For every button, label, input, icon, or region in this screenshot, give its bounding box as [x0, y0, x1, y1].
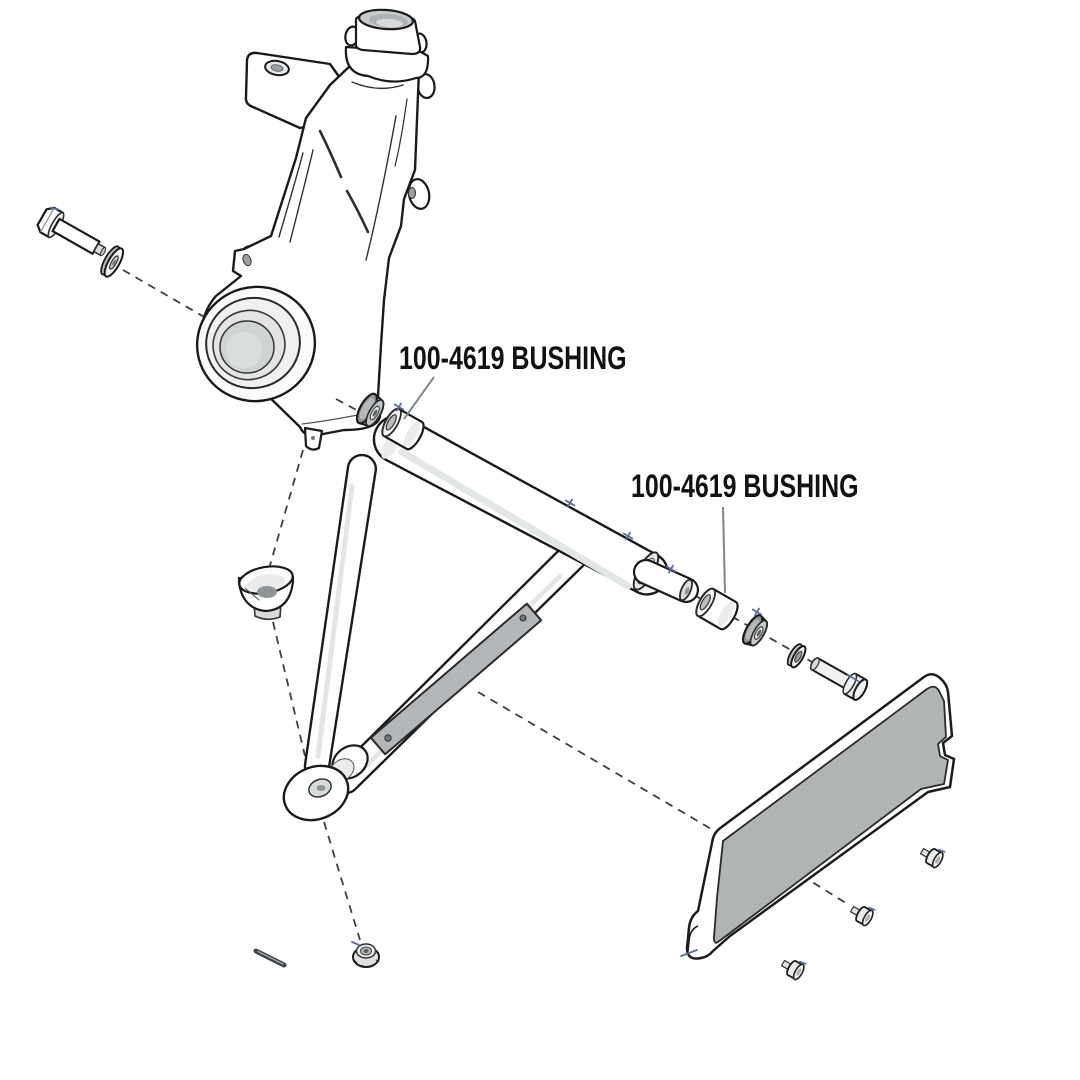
bushing-shade	[403, 421, 420, 447]
steering-arm-hole-center	[270, 64, 284, 72]
hinge-bolt-left	[36, 206, 107, 257]
vertex-marker	[564, 498, 576, 508]
mounting-screw-2	[849, 905, 876, 927]
body-crease	[278, 152, 304, 238]
wear-plate-insert	[369, 602, 543, 756]
mounting-screw-1	[919, 847, 946, 869]
washer-left	[100, 245, 125, 278]
axis-dashed-kingpin-lower	[323, 821, 361, 941]
bushing-hole-center	[756, 629, 762, 637]
axis-dashed-bolt-left	[122, 269, 207, 319]
panel-face	[713, 685, 949, 944]
body-crease	[394, 98, 408, 167]
axis-dashed-kingpin-upper	[268, 449, 304, 570]
shaft-tip-center	[684, 587, 690, 595]
nut-bore	[363, 949, 369, 953]
vertex-marker	[799, 960, 807, 965]
cone-crease	[244, 587, 260, 601]
tab-left-hole	[242, 253, 252, 267]
body-crease	[365, 115, 397, 261]
screw-recess	[796, 968, 802, 976]
a-arm-front-leg	[303, 453, 378, 780]
wear-plate-hole	[519, 614, 527, 622]
body-crease	[345, 189, 370, 234]
vertex-marker	[665, 564, 677, 574]
kingpin-bore-glint	[376, 18, 403, 28]
vertex-marker	[49, 206, 59, 211]
washer-hole-center	[112, 259, 116, 266]
pin-highlight	[257, 950, 284, 965]
vertex-marker	[680, 949, 698, 957]
nut-serrations	[353, 959, 380, 968]
label-leader-line-2	[722, 506, 726, 594]
axis-dashed-kingpin-mid	[272, 621, 306, 757]
bolt-tip-face	[810, 657, 820, 671]
vertex-marker	[351, 941, 360, 946]
bolt-head-facet	[39, 207, 55, 233]
bushing-callout-label-2: 100-4619 BUSHING	[631, 468, 859, 504]
kingpin-collar	[344, 45, 430, 83]
pin-lug-dot	[311, 436, 315, 440]
bolt-head-face	[852, 678, 869, 701]
main-tube-shading	[398, 448, 632, 590]
bushing-shade	[717, 601, 734, 627]
flanged-bushing-outer	[742, 614, 769, 647]
bushing-flange-inner	[359, 397, 374, 420]
vertex-marker	[622, 531, 634, 541]
bushing-hole	[699, 594, 711, 611]
axis-dashed-inner-bushing	[335, 398, 363, 414]
vertex-marker	[751, 607, 763, 617]
cone-throat	[257, 586, 277, 598]
tab-mid-hole	[408, 187, 416, 199]
vertex-marker	[868, 906, 876, 911]
washer-hole	[794, 650, 803, 663]
mud-guard-panel	[680, 673, 956, 960]
cone-inner	[247, 574, 285, 592]
hub-bore-inner	[225, 332, 263, 368]
bolt-tip-face	[99, 247, 107, 257]
bushing-hole	[385, 414, 397, 431]
vertex-marker	[847, 674, 859, 682]
mounting-screw-3	[780, 959, 807, 981]
body-crease	[318, 129, 343, 179]
vertex-marker	[938, 848, 946, 853]
bushing-callout-label-1: 100-4619 BUSHING	[399, 340, 627, 376]
assembly-axis-lines	[122, 269, 850, 941]
hinge-pin	[253, 948, 287, 968]
bolt-shaft	[51, 217, 101, 255]
axis-dashed-guard-panel	[477, 691, 714, 831]
collar-seam	[351, 81, 404, 90]
steering-knuckle	[195, 8, 436, 451]
pivot-cone-cap	[237, 565, 295, 621]
washer-right	[786, 643, 807, 669]
flanged-bushing-inner	[355, 392, 385, 427]
body-crease	[289, 149, 314, 243]
pivot-eye-center	[316, 785, 326, 791]
plain-bushing-inner	[381, 407, 425, 451]
wear-plate-hole	[384, 734, 392, 742]
bushing-flange-inner	[745, 619, 760, 640]
lock-nut	[351, 941, 380, 968]
axis-dashed-guard-screw	[800, 874, 850, 906]
vertex-markers	[393, 402, 859, 682]
front-leg-shading	[315, 483, 355, 759]
screw-recess	[935, 856, 941, 864]
screw-recess	[865, 914, 871, 922]
hinge-bolt-right	[809, 657, 869, 701]
panel-foot-line	[687, 925, 699, 952]
plain-bushing-outer	[695, 587, 739, 631]
vertex-marker	[393, 402, 405, 412]
bushing-hole-center	[372, 409, 378, 417]
label-leader-line-1	[403, 376, 435, 420]
suspension-a-arm	[282, 414, 700, 822]
